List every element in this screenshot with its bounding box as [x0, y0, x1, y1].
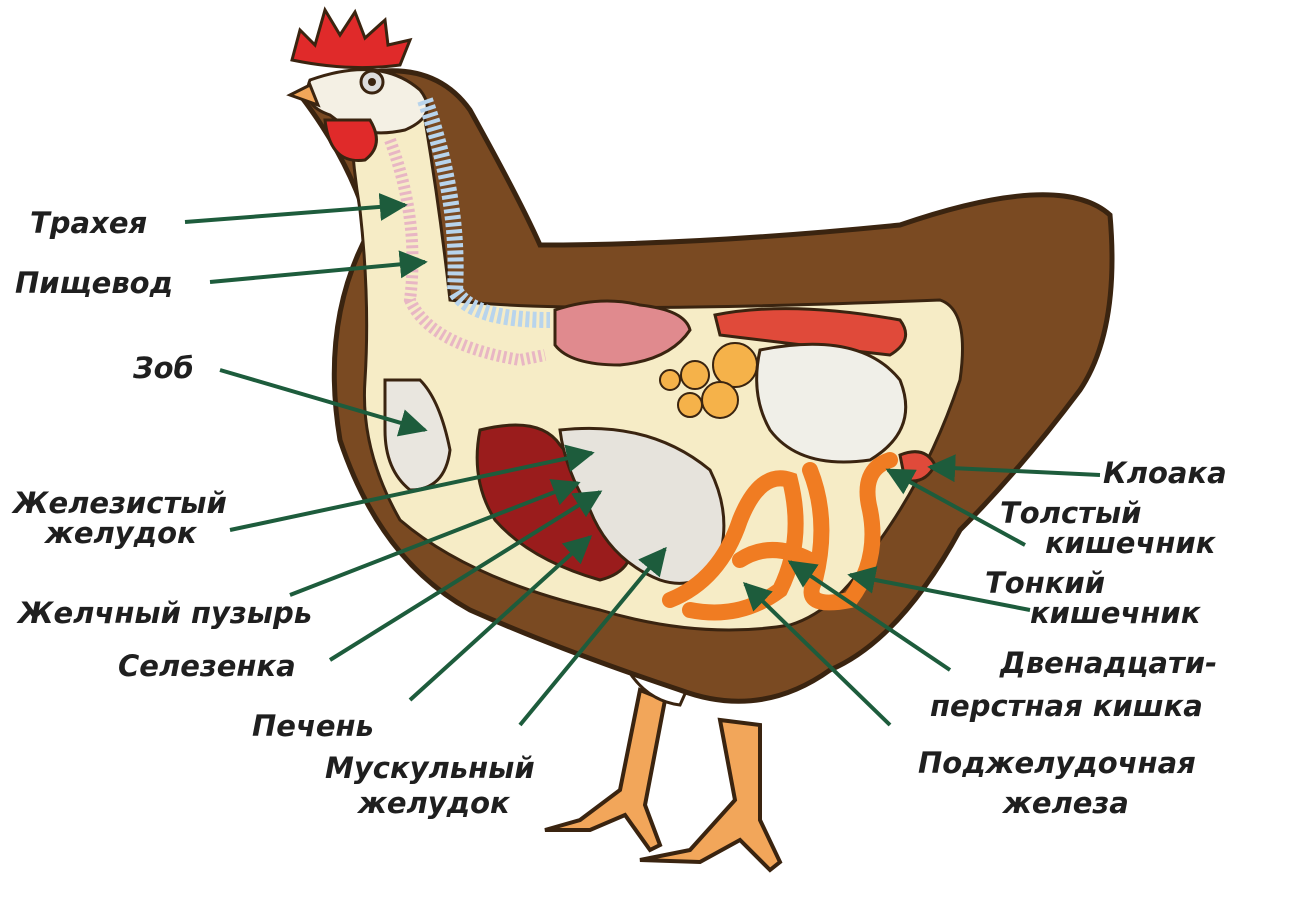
label-gallbladder: Желчный пузырь	[18, 596, 313, 630]
label-small-intestine-1: Тонкий	[985, 566, 1106, 600]
arrow-large-intestine	[885, 468, 1026, 547]
arrow-esophagus	[209, 250, 428, 284]
arrow-duodenum	[787, 560, 952, 672]
label-duodenum-1: Двенадцати-	[1000, 646, 1218, 680]
arrow-spleen	[328, 490, 603, 662]
arrow-pancreas	[742, 582, 892, 727]
label-pancreas-1: Поджелудочная	[918, 746, 1196, 780]
label-spleen: Селезенка	[118, 649, 296, 683]
arrow-cloaca	[927, 454, 1101, 483]
label-liver: Печень	[252, 709, 374, 743]
ovary	[659, 342, 758, 419]
head	[286, 6, 429, 162]
label-cloaca: Клоака	[1103, 456, 1227, 490]
label-gizzard-2: желудок	[358, 786, 510, 820]
label-trachea: Трахея	[30, 206, 148, 240]
arrow-trachea	[184, 192, 408, 224]
label-esophagus: Пищевод	[15, 266, 174, 300]
arrow-crop	[219, 368, 428, 437]
arrow-small-intestine	[847, 566, 1031, 612]
oviduct	[755, 342, 908, 464]
arrow-gallbladder	[289, 479, 581, 597]
label-large-intestine-2: кишечник	[1045, 526, 1216, 560]
lung	[553, 299, 692, 367]
label-proventriculus-2: желудок	[45, 516, 197, 550]
arrow-liver	[408, 535, 593, 702]
label-large-intestine-1: Толстый	[1000, 496, 1142, 530]
leader-lines	[184, 192, 1101, 727]
label-gizzard-1: Мускульный	[325, 751, 535, 785]
label-pancreas-2: железа	[1003, 786, 1129, 820]
label-duodenum-2: перстная кишка	[930, 689, 1203, 723]
arrow-proventriculus	[229, 444, 595, 532]
kidney	[713, 307, 908, 357]
label-proventriculus-1: Железистый	[13, 486, 227, 520]
label-crop: Зоб	[133, 351, 194, 385]
arrow-gizzard	[518, 546, 667, 727]
label-small-intestine-2: кишечник	[1030, 596, 1201, 630]
